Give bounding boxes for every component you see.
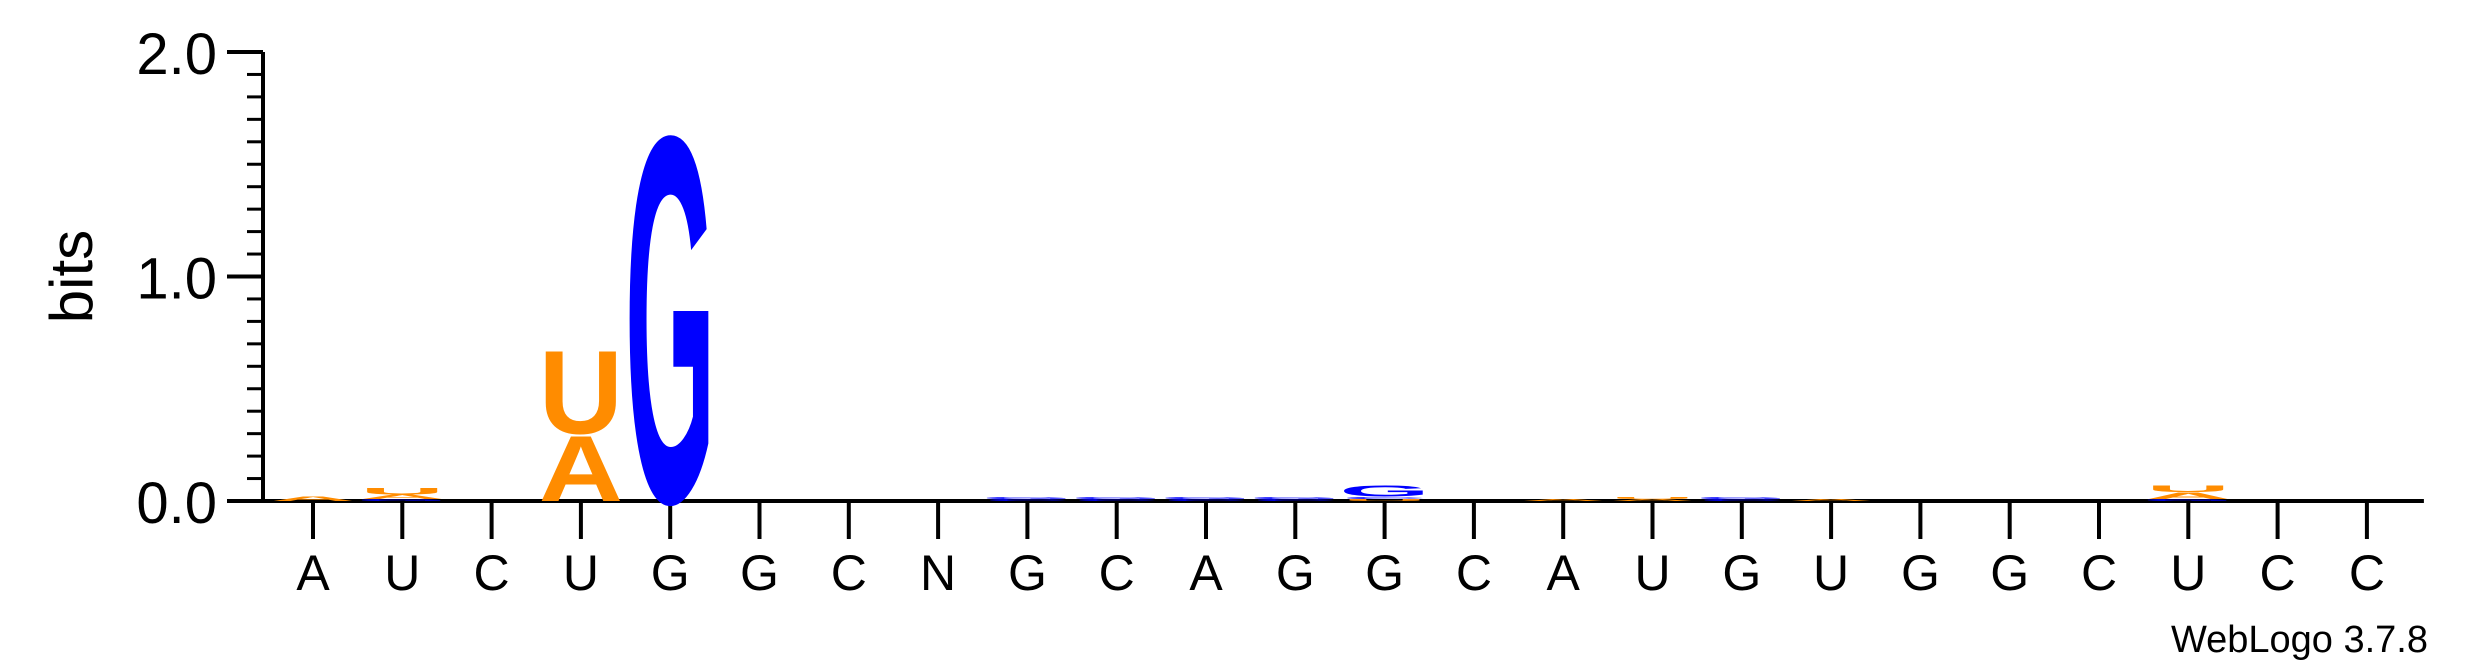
x-tick-label: C — [1456, 545, 1492, 601]
x-tick-label: G — [740, 545, 779, 601]
y-tick-label: 0.0 — [136, 471, 217, 536]
logo-letter: G — [1339, 482, 1430, 499]
x-tick-label: N — [920, 545, 956, 601]
letter-stack: GAU — [357, 486, 448, 502]
x-tick-label: A — [1547, 545, 1581, 601]
y-tick-label: 1.0 — [136, 247, 217, 312]
x-tick-label: U — [2170, 545, 2206, 601]
x-tick-label: C — [2349, 545, 2385, 601]
x-tick-label: C — [2081, 545, 2117, 601]
logo-letter: U — [2146, 484, 2230, 495]
logo-letter: C — [1164, 498, 1248, 501]
weblogo-version-label: WebLogo 3.7.8 — [2171, 619, 2428, 661]
letter-stack: CG — [1250, 496, 1341, 502]
x-tick-label: G — [1722, 545, 1761, 601]
x-tick-label: A — [1189, 545, 1223, 601]
y-axis: 0.0 1.0 2.0 — [136, 22, 265, 536]
logo-letter: G — [1161, 496, 1252, 499]
letter-stack: CG — [1071, 496, 1162, 502]
logo-letter: G — [1696, 496, 1787, 499]
x-tick-label: C — [1099, 545, 1135, 601]
x-tick-label: G — [1365, 545, 1404, 601]
logo-letter: G — [357, 498, 448, 501]
logo-letter: G — [982, 496, 1073, 499]
letter-stack: GAU — [2143, 484, 2234, 502]
logo-letter: C — [985, 498, 1069, 501]
letter-stack: CG — [1696, 496, 1787, 502]
logo-letter: A — [2146, 490, 2230, 501]
logo-letter: G — [2143, 498, 2234, 501]
y-axis-label: bits — [38, 230, 105, 323]
logo-letter: C — [1253, 498, 1337, 501]
letter-stack: CG — [1161, 496, 1252, 502]
logo-letter: C — [1700, 498, 1784, 501]
logo-letter: U — [1610, 496, 1694, 499]
x-tick-label: U — [1634, 545, 1670, 601]
x-tick-label: G — [1901, 545, 1940, 601]
logo-letter: C — [1075, 498, 1159, 501]
logo-letter: A — [539, 417, 623, 521]
logo-letter: G — [625, 28, 716, 613]
letter-stack: A — [271, 495, 355, 502]
logo-letter: A — [1789, 498, 1873, 501]
logo-letter: U — [539, 327, 623, 459]
logo-letter: U — [1342, 498, 1426, 501]
logo-letter: C — [1342, 496, 1426, 499]
logo-letter: G — [1250, 496, 1341, 499]
letter-stack: CG — [982, 496, 1073, 502]
x-tick-label: U — [384, 545, 420, 601]
logo-letter: A — [271, 495, 355, 502]
logo-letter: A — [360, 493, 444, 500]
x-tick-label: U — [1813, 545, 1849, 601]
letter-stack: UCG — [1339, 482, 1430, 501]
x-tick-label: C — [2260, 545, 2296, 601]
letter-stack: G — [625, 28, 716, 613]
logo-letter: G — [1071, 496, 1162, 499]
letter-stack: AU — [1610, 496, 1694, 502]
x-tick-label: G — [1008, 545, 1047, 601]
logo-letter: U — [360, 486, 444, 497]
x-tick-label: C — [474, 545, 510, 601]
x-tick-label: C — [831, 545, 867, 601]
y-tick-label: 2.0 — [136, 22, 217, 87]
x-tick-label: G — [1990, 545, 2029, 601]
logo-letter: A — [1610, 498, 1694, 501]
x-tick-label: G — [1276, 545, 1315, 601]
x-tick-label: A — [296, 545, 330, 601]
letter-stack: A — [1521, 498, 1605, 501]
letter-stack: A — [1789, 498, 1873, 501]
letter-stack: AU — [539, 327, 623, 522]
x-tick-label: U — [563, 545, 599, 601]
x-tick-label: G — [651, 545, 690, 601]
logo-letter: A — [1521, 498, 1605, 501]
